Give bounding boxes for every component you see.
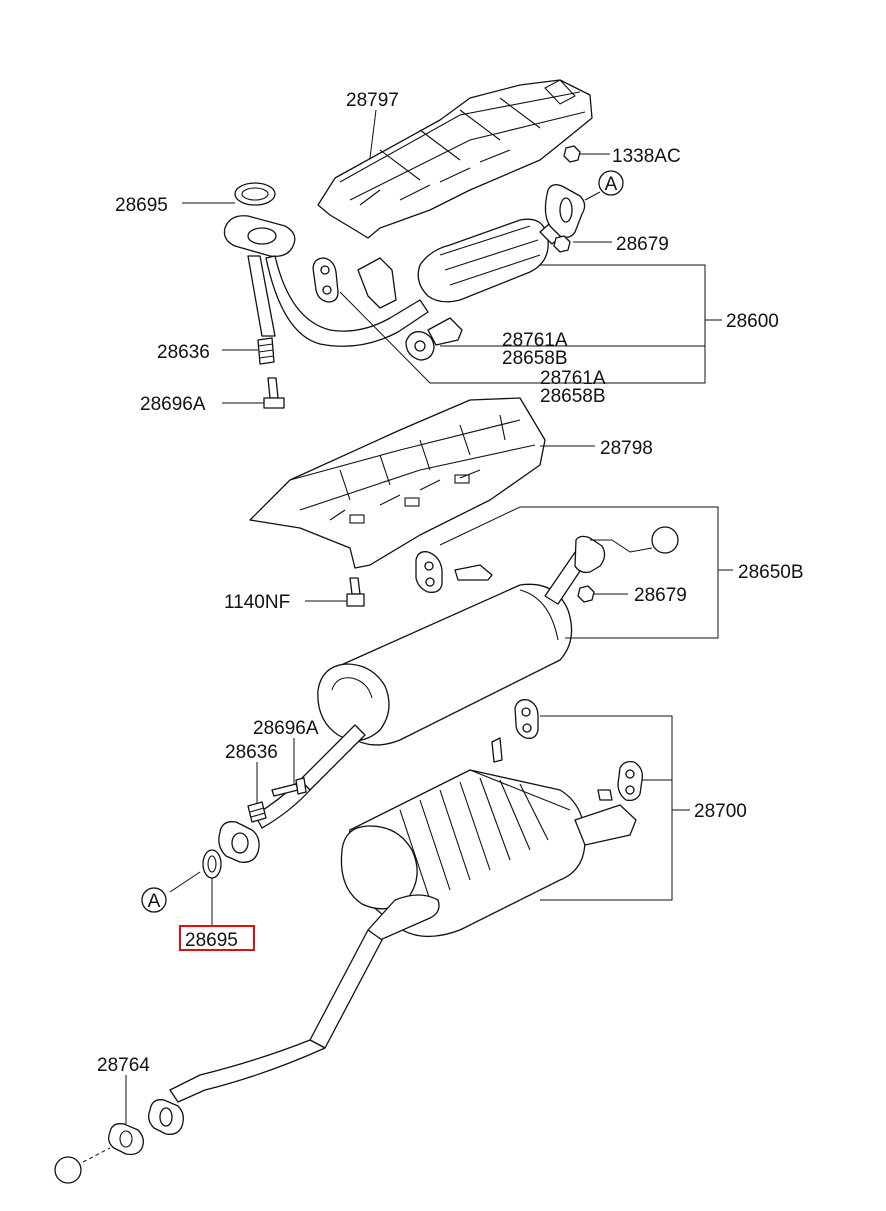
spring-upper <box>257 337 275 365</box>
bolt-upper <box>263 377 285 409</box>
bolt-1140nf <box>346 577 365 607</box>
label-28695-top: 28695 <box>115 195 168 216</box>
leader-lines <box>82 109 733 1163</box>
label-28679-top: 28679 <box>616 234 669 255</box>
marker-circle-middle <box>651 526 679 554</box>
front-pipe-assembly <box>223 184 586 347</box>
label-28650b: 28650B <box>738 562 804 583</box>
hanger-rubber-upper <box>312 257 339 303</box>
label-28797: 28797 <box>346 90 399 111</box>
spring-middle <box>247 801 267 823</box>
gasket-ring-upper <box>234 182 276 206</box>
gasket-28764 <box>108 1123 144 1156</box>
marker-circle-bottom <box>54 1156 82 1184</box>
label-28636-top: 28636 <box>157 342 210 363</box>
heat-shield-lower <box>249 397 546 569</box>
label-28761a-2: 28761A <box>540 368 606 389</box>
nut-1338ac <box>563 145 581 163</box>
nut-28679-middle <box>577 585 595 603</box>
hanger-rubber-rear-1 <box>514 699 539 739</box>
gasket-ring-lower <box>202 849 222 879</box>
marker-a-top: A <box>598 170 624 196</box>
label-28658b-1: 28658B <box>502 348 568 369</box>
label-28695-bottom: 28695 <box>185 930 238 951</box>
bolt-middle <box>271 777 307 797</box>
center-muffler-assembly <box>218 535 606 863</box>
nut-28679-upper <box>553 235 571 253</box>
marker-a-bottom: A <box>141 887 167 913</box>
label-28658b-2: 28658B <box>540 386 606 407</box>
label-1140nf: 1140NF <box>224 592 290 613</box>
label-28636-middle: 28636 <box>225 742 278 763</box>
highlight-box <box>179 925 255 951</box>
hanger-rubber-center <box>415 551 443 593</box>
svg-text:A: A <box>605 174 618 195</box>
tail-flange <box>148 1099 184 1135</box>
label-28761a-1: 28761A <box>502 330 568 351</box>
hanger-rubber-lower <box>405 331 435 361</box>
label-28764: 28764 <box>97 1055 150 1076</box>
rear-muffler-assembly <box>169 737 637 1103</box>
hanger-rubber-rear-2 <box>617 760 643 802</box>
heat-shield-upper <box>317 79 593 239</box>
label-1338ac: 1338AC <box>612 146 681 167</box>
label-28696a-top: 28696A <box>140 394 206 415</box>
label-28696a-middle: 28696A <box>253 718 319 739</box>
label-28679-middle: 28679 <box>634 585 687 606</box>
svg-text:A: A <box>148 891 161 912</box>
label-28600: 28600 <box>726 311 779 332</box>
label-28700: 28700 <box>694 801 747 822</box>
label-28798: 28798 <box>600 438 653 459</box>
